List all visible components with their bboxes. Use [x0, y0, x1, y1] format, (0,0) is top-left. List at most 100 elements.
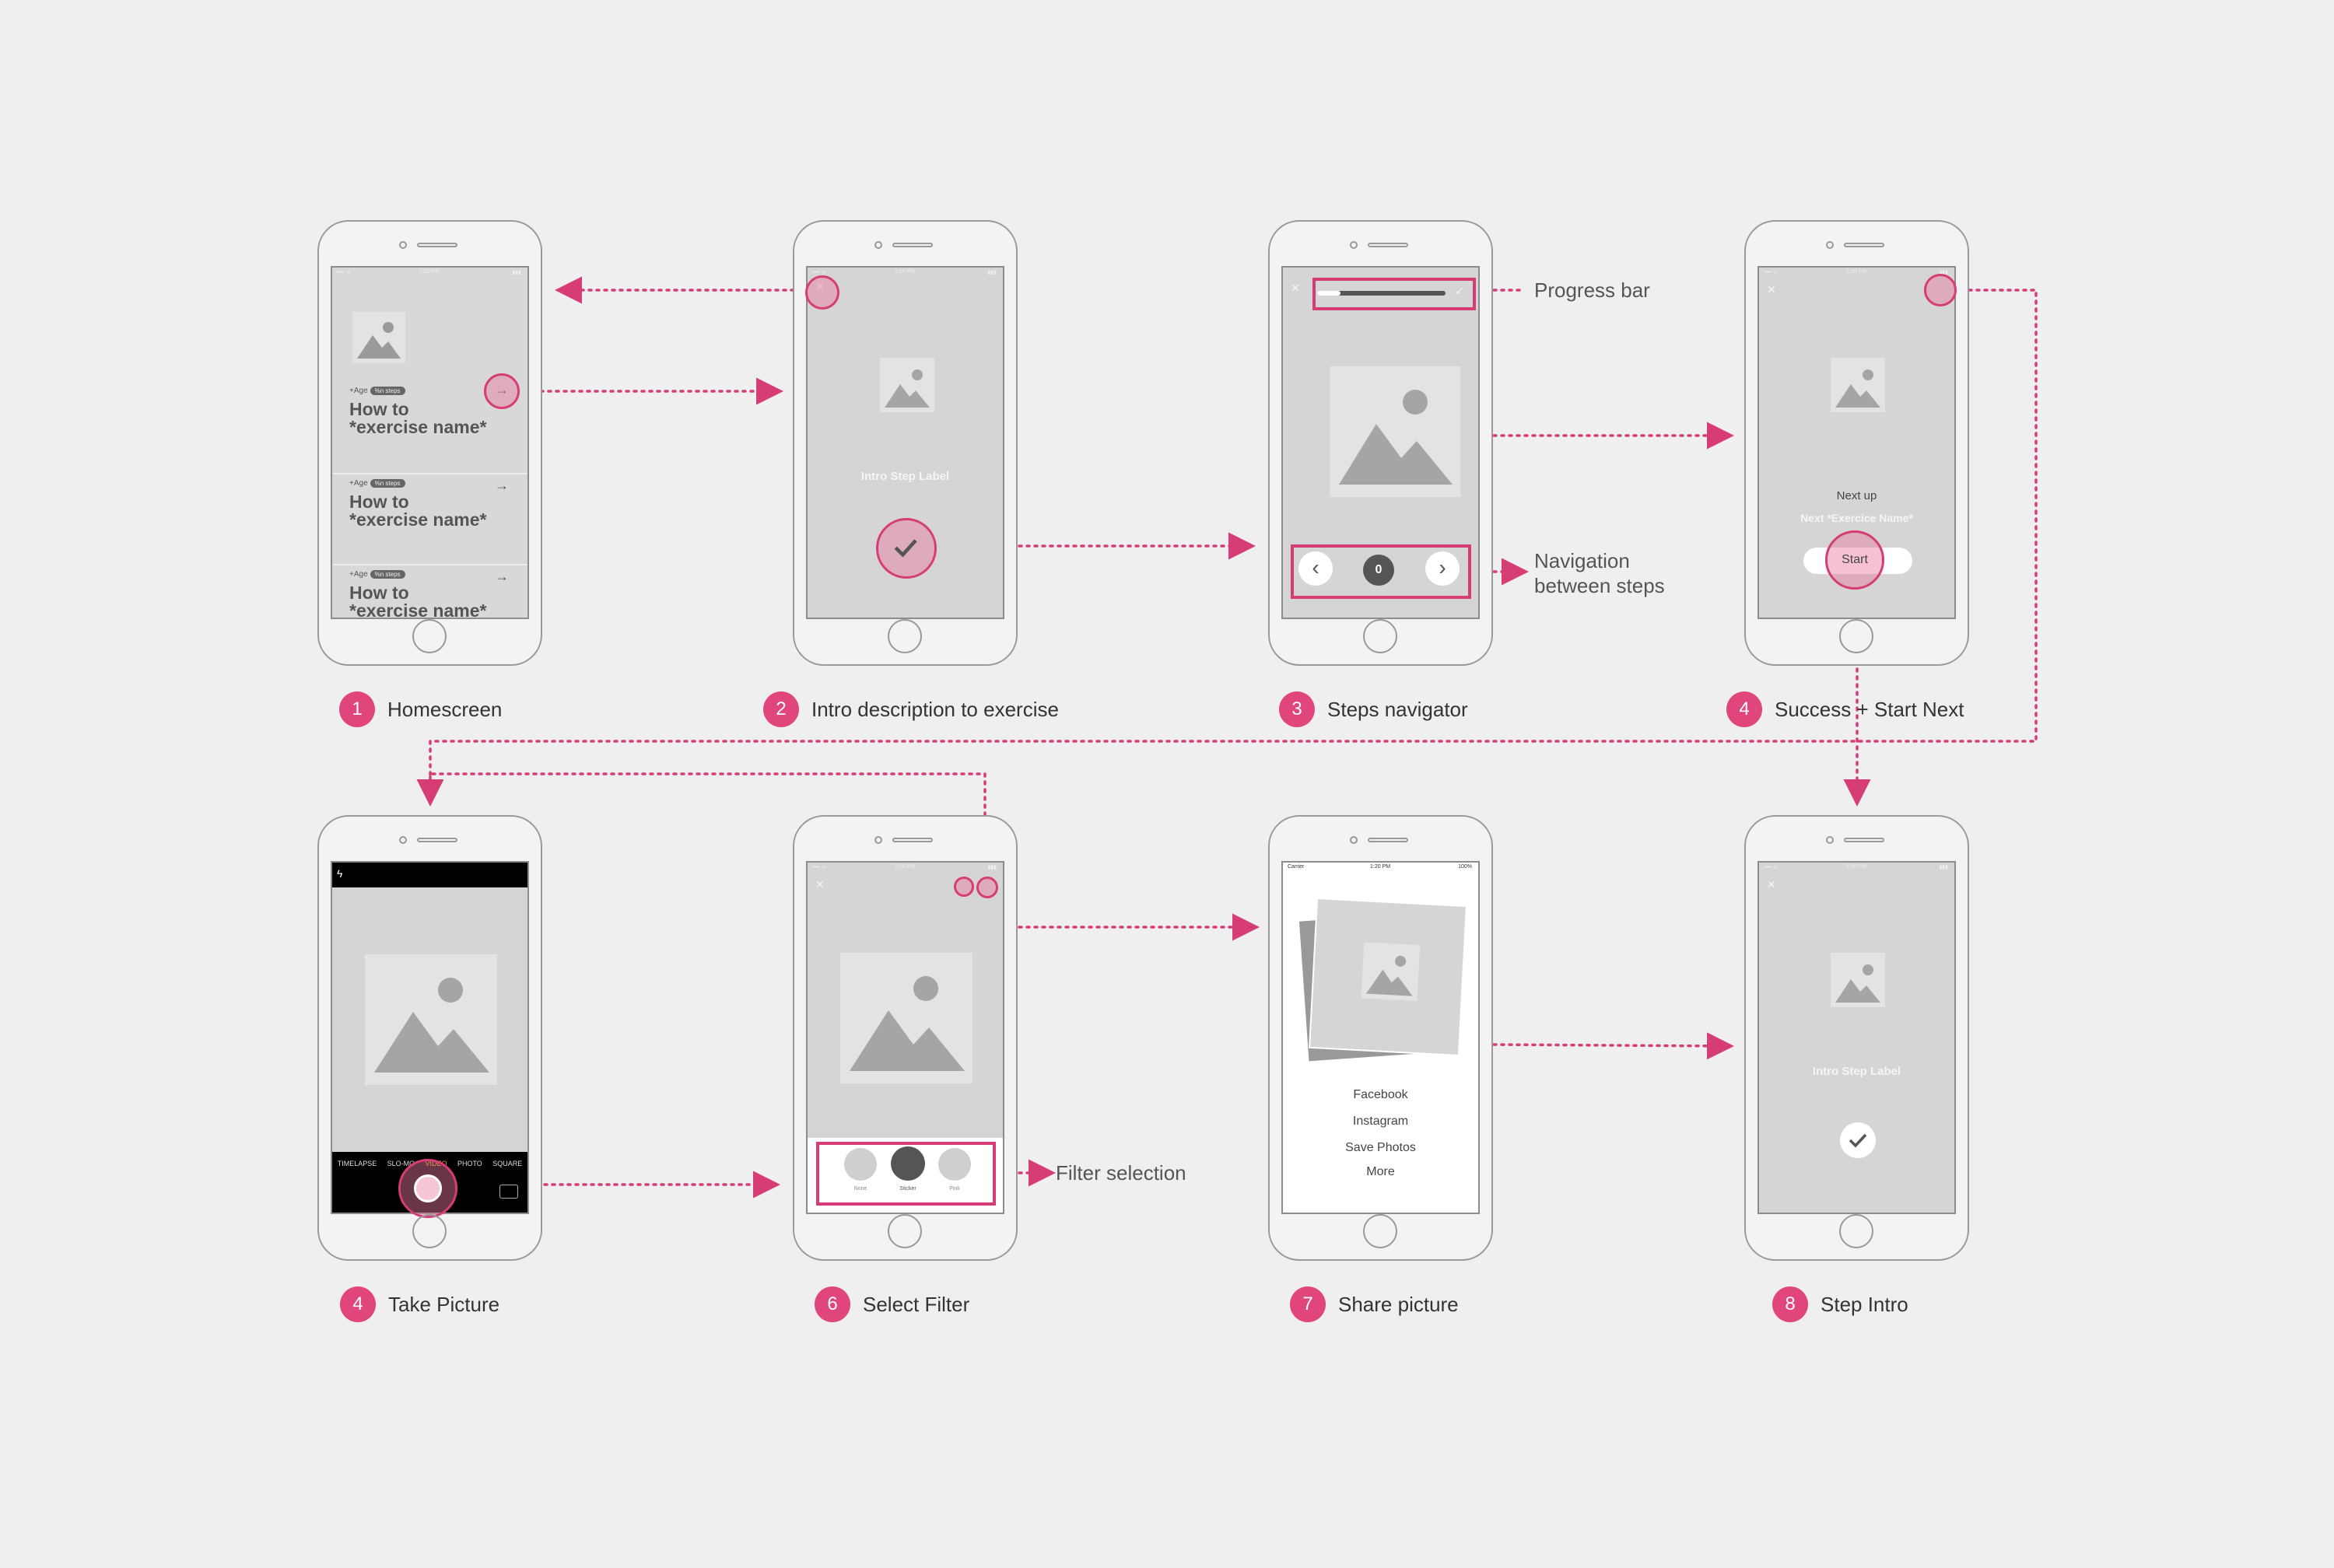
share-screen: Carrier 1:20 PM 100% Facebook Instagram …	[1281, 861, 1480, 1214]
home-button[interactable]	[1839, 1214, 1873, 1248]
switch-camera-icon[interactable]	[499, 1185, 518, 1199]
close-icon[interactable]: ✕	[815, 878, 825, 891]
item-title-line2: *exercise name*	[349, 509, 487, 530]
camera-icon[interactable]	[976, 877, 998, 898]
item-title-line1: How to	[349, 492, 409, 512]
item-title-line2: *exercise name*	[349, 417, 487, 437]
share-instagram[interactable]: Instagram	[1352, 1115, 1409, 1128]
filter-tray: None Sticker Pink	[808, 1138, 1003, 1213]
share-icon[interactable]	[954, 877, 974, 897]
home-button[interactable]	[1363, 1214, 1397, 1248]
share-more[interactable]: More	[1366, 1165, 1395, 1178]
caption-label: Intro description to exercise	[811, 698, 1059, 721]
chevron-down-icon[interactable]: ✓	[1455, 285, 1464, 297]
mode-photo[interactable]: PHOTO	[457, 1160, 482, 1167]
speaker	[1368, 838, 1408, 842]
share-facebook[interactable]: Facebook	[1353, 1088, 1408, 1101]
step-number-badge: 3	[1279, 691, 1315, 727]
home-button[interactable]	[412, 1214, 447, 1248]
filter-sticker-swatch[interactable]	[891, 1146, 925, 1181]
shutter-button[interactable]	[414, 1174, 442, 1202]
annotation-navigation: Navigation between steps	[1534, 548, 1665, 598]
age-label: +Age	[349, 387, 368, 395]
intro-step-label: Intro Step Label	[860, 470, 950, 483]
item-title-line1: How to	[349, 399, 409, 419]
speaker	[1368, 243, 1408, 247]
arrow-right-icon[interactable]: →	[495, 478, 509, 493]
mode-square[interactable]: SQUARE	[492, 1160, 523, 1167]
speaker	[892, 838, 933, 842]
check-button[interactable]	[1840, 1122, 1876, 1158]
annotation-progress-bar: Progress bar	[1534, 278, 1650, 302]
age-label: +Age	[349, 570, 368, 579]
camera-screen: ϟ TIMELAPSE SLO-MO VIDEO PHOTO SQUARE	[331, 861, 529, 1214]
step-number-badge: 1	[339, 691, 375, 727]
speaker	[1844, 838, 1884, 842]
home-button[interactable]	[888, 1214, 922, 1248]
caption-label: Step Intro	[1821, 1293, 1908, 1316]
home-button[interactable]	[1839, 619, 1873, 653]
home-button[interactable]	[888, 619, 922, 653]
share-save-photos[interactable]: Save Photos	[1345, 1141, 1416, 1154]
progress-fill	[1317, 291, 1340, 296]
home-button[interactable]	[412, 619, 447, 653]
filter-pink-swatch[interactable]	[938, 1148, 971, 1181]
image-placeholder-icon	[1330, 366, 1460, 497]
image-placeholder-icon	[1361, 942, 1421, 1002]
image-placeholder-icon	[352, 312, 405, 363]
caption-label: Select Filter	[863, 1293, 970, 1316]
camera-dot	[1826, 241, 1834, 249]
arrow-right-icon[interactable]: →	[495, 569, 509, 584]
progress-bar	[1317, 291, 1446, 296]
previous-step-button[interactable]: ‹	[1298, 551, 1333, 586]
speaker	[892, 243, 933, 247]
camera-icon[interactable]	[1924, 274, 1957, 306]
caption-label: Take Picture	[388, 1293, 500, 1316]
camera-dot	[874, 241, 882, 249]
home-button[interactable]	[1363, 619, 1397, 653]
check-icon	[1849, 1133, 1867, 1148]
annotation-filter-selection: Filter selection	[1056, 1161, 1186, 1185]
check-icon	[894, 539, 917, 558]
close-icon[interactable]: ✕	[1767, 878, 1776, 891]
shutter-highlight	[398, 1159, 457, 1218]
caption-label: Homescreen	[387, 698, 503, 721]
highlight-filter-selection	[816, 1142, 996, 1206]
steps-pill: %n steps	[370, 479, 405, 488]
filter-none-label: None	[853, 1186, 867, 1192]
filter-none-swatch[interactable]	[844, 1148, 877, 1181]
mode-slomo[interactable]: SLO-MO	[387, 1160, 415, 1167]
next-step-button[interactable]: ›	[1425, 551, 1460, 586]
annotation-navigation-line1: Navigation	[1534, 549, 1630, 572]
step-number-badge: 4	[340, 1286, 376, 1322]
steps-pill: %n steps	[370, 387, 405, 395]
photo-stack-front	[1310, 899, 1466, 1055]
list-item[interactable]: +Age%n steps How to*exercise name* →	[332, 564, 527, 619]
camera-dot	[399, 836, 407, 844]
current-step-indicator: 0	[1363, 555, 1394, 586]
check-button[interactable]	[876, 518, 937, 579]
mode-timelapse[interactable]: TIMELAPSE	[337, 1160, 377, 1167]
start-button[interactable]: Start	[1825, 530, 1884, 590]
close-icon[interactable]: ✕	[1767, 283, 1776, 296]
speaker	[417, 838, 457, 842]
highlight-arrow	[484, 373, 520, 409]
intro-step-label: Intro Step Label	[1812, 1065, 1901, 1078]
close-icon[interactable]: ✕	[1291, 282, 1300, 294]
phone-steps-navigator: ✕ ✓ ‹ 0 ›	[1268, 220, 1493, 666]
image-placeholder-icon	[365, 954, 497, 1085]
flash-icon[interactable]: ϟ	[337, 867, 343, 880]
camera-dot	[1350, 836, 1358, 844]
caption-label: Success + Start Next	[1775, 698, 1964, 721]
item-title-line2: *exercise name*	[349, 600, 487, 619]
item-title-line1: How to	[349, 583, 409, 603]
list-item[interactable]: +Age%n steps How to*exercise name* →	[332, 473, 527, 565]
